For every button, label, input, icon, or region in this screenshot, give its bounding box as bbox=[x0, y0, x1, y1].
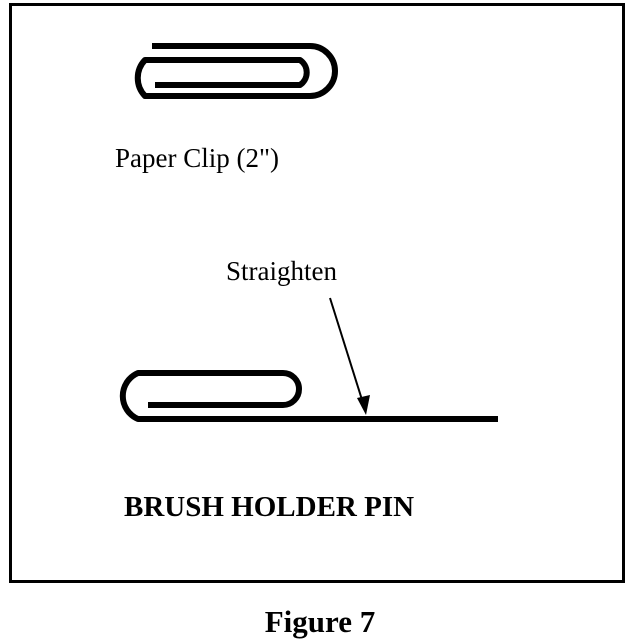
diagram-title: BRUSH HOLDER PIN bbox=[124, 491, 415, 523]
straighten-label: Straighten bbox=[226, 256, 337, 286]
figure-caption: Figure 7 bbox=[264, 604, 376, 639]
paper-clip-label: Paper Clip (2") bbox=[115, 143, 279, 173]
brush-holder-pin-icon bbox=[119, 370, 498, 422]
figure-frame bbox=[9, 3, 625, 583]
paper-clip-icon bbox=[134, 43, 338, 99]
arrow-icon bbox=[329, 297, 370, 415]
